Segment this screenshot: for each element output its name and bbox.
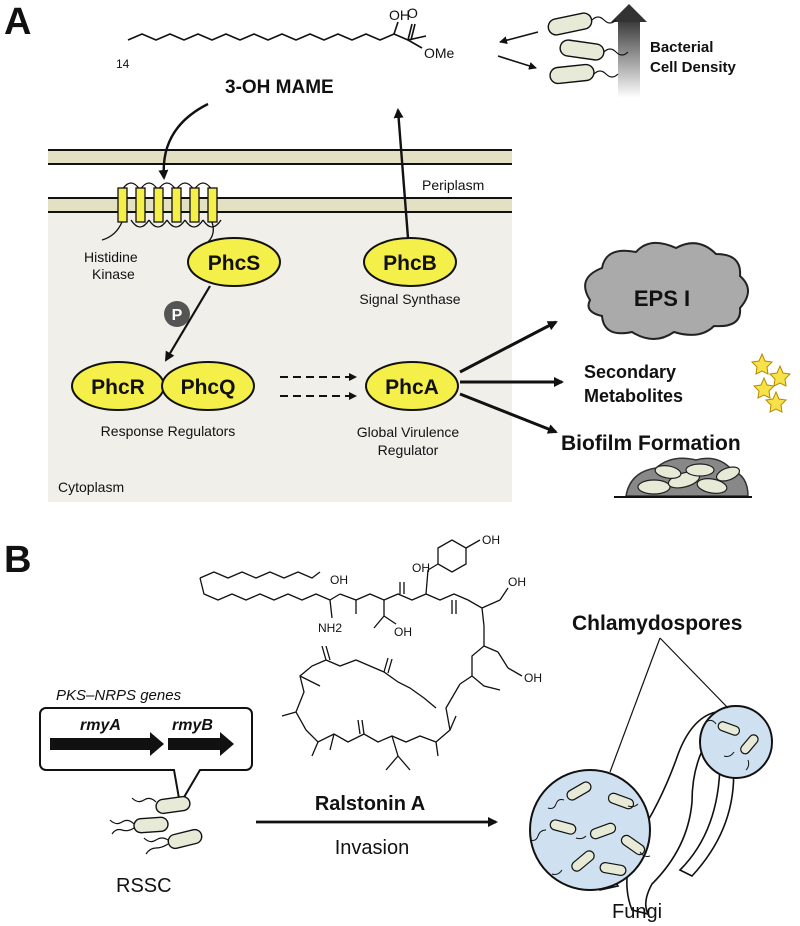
periplasm-label: Periplasm: [422, 177, 484, 193]
biofilm-icon: [614, 457, 752, 498]
pointer-line-2: [659, 637, 729, 709]
arrow-phca-to-eps: [459, 320, 558, 374]
mame-ester-o: O: [407, 5, 418, 21]
phcb-protein: [363, 237, 457, 287]
phca-label: PhcA: [385, 376, 439, 399]
atom-oh-left: OH: [330, 573, 348, 587]
arrow-phca-to-biofilm: [459, 392, 558, 434]
density-label-2: Cell Density: [650, 59, 737, 76]
invasion-label: Invasion: [335, 837, 410, 859]
phosphate-label: P: [172, 307, 183, 324]
mame-name: 3-OH MAME: [225, 77, 334, 98]
rssc-bacteria-icon: [109, 795, 203, 855]
chlamydospore-small: [699, 705, 773, 779]
gene-rmya: rmyA: [80, 717, 121, 734]
kinase-label-2: Kinase: [92, 266, 135, 282]
secondary-label-2: Metabolites: [584, 386, 683, 406]
phcq-protein: [161, 361, 255, 411]
gene-rmyb: rmyB: [172, 717, 213, 734]
response-regulators-label: Response Regulators: [101, 423, 236, 439]
mame-ome: OMe: [424, 45, 455, 61]
rssc-label: RSSC: [116, 875, 172, 897]
fungi-label: Fungi: [612, 901, 662, 923]
atom-oh-bottom: OH: [524, 671, 542, 685]
density-label-1: Bacterial: [650, 39, 713, 56]
bacterial-density-icon: [547, 4, 647, 98]
phcq-label: PhcQ: [181, 376, 236, 399]
histidine-kinase-helices: [101, 182, 222, 243]
arrow-phcs-to-phcr: [164, 285, 211, 362]
phosphate-icon: [164, 301, 190, 327]
mame-molecule: [127, 21, 427, 49]
chlamydospores-label: Chlamydospores: [572, 612, 742, 635]
global-regulator-2: Regulator: [378, 442, 439, 458]
eps-cloud: [584, 241, 749, 340]
phcb-label: PhcB: [383, 252, 437, 275]
metabolite-stars-icon: [750, 352, 792, 413]
arrow-phcb-to-mame: [393, 108, 410, 239]
panel-a-label: A: [4, 1, 31, 43]
gene-cluster-box: [39, 707, 253, 807]
ralstonin-atoms: OH OH OH OH OH NH2 OH: [318, 533, 542, 685]
mame-chain-index: 14: [116, 57, 130, 71]
phcr-label: PhcR: [91, 376, 145, 399]
cytoplasm-label: Cytoplasm: [58, 479, 124, 495]
atom-oh-mid: OH: [412, 561, 430, 575]
arrow-mame-to-density: [497, 55, 537, 70]
atom-nh2: NH2: [318, 621, 342, 635]
global-regulator-1: Global Virulence: [357, 424, 460, 440]
atom-oh-top: OH: [482, 533, 500, 547]
kinase-label-1: Histidine: [84, 249, 138, 265]
pointer-line-1: [609, 637, 661, 773]
arrow-density-to-mame: [499, 31, 539, 45]
mame-oh: OH: [389, 7, 410, 23]
compound-label: Ralstonin A: [315, 793, 425, 815]
atom-oh-thr: OH: [394, 625, 412, 639]
atom-oh-right: OH: [508, 575, 526, 589]
outer-membrane: [48, 149, 512, 165]
phcs-protein: [187, 237, 281, 287]
genes-title: PKS–NRPS genes: [56, 687, 182, 704]
panel-b-label: B: [4, 539, 31, 581]
phca-protein: [365, 361, 459, 411]
biofilm-label: Biofilm Formation: [561, 432, 741, 455]
signal-synthase-label: Signal Synthase: [359, 291, 460, 307]
phcs-label: PhcS: [208, 252, 261, 275]
eps-label: EPS I: [634, 286, 690, 311]
secondary-label-1: Secondary: [584, 362, 676, 382]
gene-arrows: [50, 732, 234, 756]
ralstonin-structure: [199, 539, 523, 771]
arrow-mame-to-kinase: [158, 102, 209, 180]
chlamydospore-large: [529, 769, 651, 891]
